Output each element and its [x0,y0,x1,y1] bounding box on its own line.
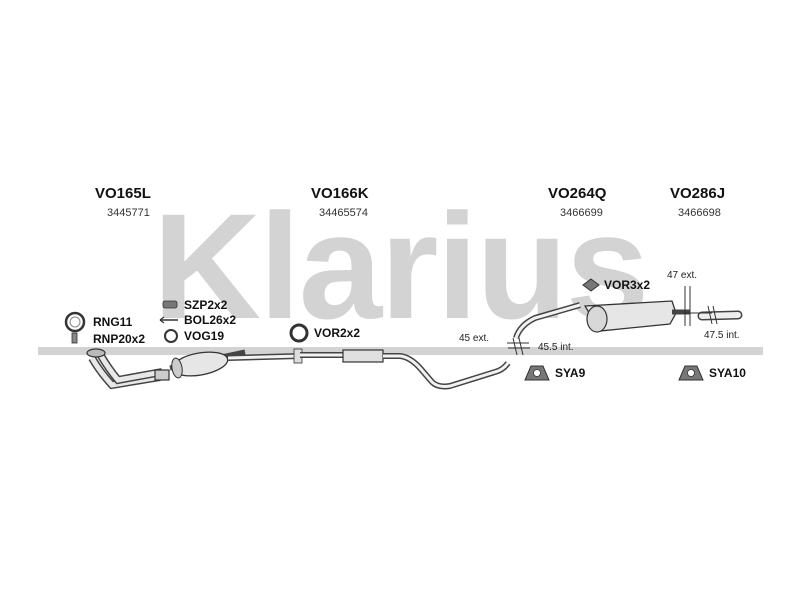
group-number-vo166k: 34465574 [319,207,368,219]
dimension-47-ext: 47 ext. [667,270,698,281]
svg-text:Klarius: Klarius [153,182,648,350]
part-label-rnp20x2: RNP20x2 [93,332,146,346]
group-number-vo264q: 3466699 [560,207,603,219]
group-code-vo165l: VO165L [95,185,151,202]
hanger-icon-sya10 [678,365,704,381]
part-label-sya10: SYA10 [709,366,746,380]
part-label-vog19: VOG19 [184,329,225,343]
part-label-szp2x2: SZP2x2 [184,298,228,312]
dimension-45-ext: 45 ext. [459,333,490,344]
bolt-icon [159,316,178,324]
downpipe-illustration [86,348,170,390]
dimension-45-5-int: 45.5 int. [538,342,574,353]
part-label-vor3x2: VOR3x2 [604,278,651,292]
pin-icon [71,332,78,344]
front-silencer-illustration [169,348,303,379]
rubber-ring-icon [289,323,309,343]
middle-pipe-illustration [300,349,511,390]
hanger-icon-sya9 [524,365,550,381]
rear-silencer-illustration [513,300,690,340]
part-label-rng11: RNG11 [93,315,133,329]
rubber-mount-icon [582,278,600,292]
dimension-markers [507,286,718,356]
part-label-sya9: SYA9 [555,366,586,380]
group-code-vo264q: VO264Q [548,185,607,202]
clip-icon [162,300,178,309]
group-code-vo286j: VO286J [670,185,726,202]
group-number-vo286j: 3466698 [678,207,721,219]
part-label-vor2x2: VOR2x2 [314,326,361,340]
ring-icon [64,311,86,333]
group-code-vo166k: VO166K [311,185,369,202]
klarius-watermark-logo: Klarius [38,182,763,355]
tailpipe-illustration [697,310,743,321]
gasket-icon [164,329,178,343]
part-label-bol26x2: BOL26x2 [184,313,237,327]
group-number-vo165l: 3445771 [107,207,150,219]
dimension-47-5-int: 47.5 int. [704,330,740,341]
